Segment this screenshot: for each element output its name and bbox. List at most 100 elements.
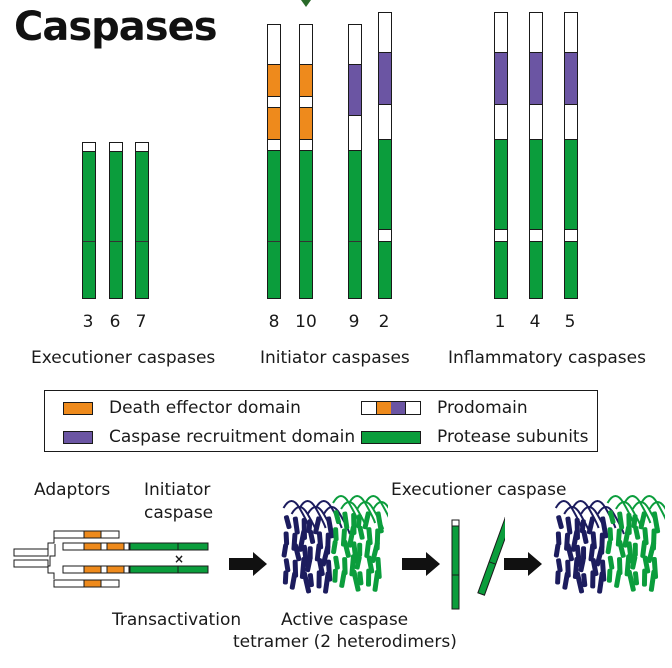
domain-white bbox=[83, 143, 95, 151]
subunit-dark bbox=[289, 571, 298, 590]
domain-green bbox=[300, 150, 312, 241]
subunit-dark bbox=[588, 543, 596, 562]
transactivation-label: Transactivation bbox=[112, 610, 242, 630]
subunit-green bbox=[641, 568, 648, 587]
subunit-green bbox=[614, 569, 622, 588]
caspase-number: 7 bbox=[135, 312, 147, 332]
subunit-dark bbox=[565, 516, 573, 535]
subunit-dark-loop bbox=[580, 506, 608, 535]
subunit-dark bbox=[297, 529, 307, 552]
caspase-5-bar bbox=[564, 12, 578, 299]
legend-swatch-prodomain bbox=[361, 401, 421, 415]
subunit-dark bbox=[307, 546, 313, 561]
subunit-dark bbox=[556, 558, 563, 573]
domain-white bbox=[300, 139, 312, 150]
initiator-protease bbox=[129, 542, 209, 551]
subunit-green bbox=[364, 540, 372, 559]
caspase-number: 4 bbox=[529, 312, 541, 332]
caspase-6-bar bbox=[109, 142, 123, 299]
caspase-number: 3 bbox=[82, 312, 94, 332]
subunit-green bbox=[640, 540, 647, 559]
initiator-protease bbox=[129, 565, 209, 574]
subunit-green bbox=[626, 569, 636, 592]
group-label-executioner: Executioner caspases bbox=[31, 348, 216, 368]
subunit-dark bbox=[595, 544, 605, 567]
caspase-4-bar bbox=[529, 12, 543, 299]
domain-white bbox=[495, 229, 507, 241]
subunit-dark bbox=[590, 570, 596, 589]
adaptor-complex: × bbox=[13, 530, 209, 588]
subunit-dark bbox=[555, 570, 561, 585]
domain-purple bbox=[349, 64, 361, 115]
caspase-1-bar bbox=[494, 12, 508, 299]
caspase-number: 1 bbox=[494, 312, 506, 332]
caspase-number: 6 bbox=[109, 312, 121, 332]
domain-green bbox=[83, 151, 95, 241]
subunit-dark bbox=[597, 571, 605, 594]
subunit-dark bbox=[305, 558, 313, 573]
domain-white bbox=[379, 104, 391, 139]
subunit-green bbox=[342, 540, 351, 558]
adaptors-label: Adaptors bbox=[34, 480, 111, 500]
caspase-number: 9 bbox=[348, 312, 360, 332]
adaptor-stem bbox=[13, 559, 49, 568]
domain-white bbox=[530, 104, 542, 139]
subunit-green bbox=[372, 569, 381, 592]
domain-white bbox=[136, 143, 148, 151]
subunit-green bbox=[357, 571, 364, 586]
initiator-ded bbox=[106, 542, 125, 551]
subunit-green bbox=[333, 555, 340, 570]
domain-green bbox=[268, 150, 280, 241]
subunit-green bbox=[333, 527, 339, 542]
domain-green bbox=[83, 241, 95, 298]
subunit-green-loop bbox=[615, 501, 643, 530]
subunit-dark bbox=[553, 543, 561, 558]
domain-green bbox=[379, 241, 391, 298]
domain-green bbox=[565, 241, 577, 298]
initiator-ded bbox=[83, 565, 102, 574]
arrow-right-icon bbox=[402, 552, 440, 576]
subunit-green bbox=[342, 511, 350, 530]
domain-white bbox=[379, 229, 391, 241]
legend-label: Prodomain bbox=[437, 398, 528, 418]
subunit-green bbox=[357, 542, 363, 557]
subunit-green bbox=[607, 510, 616, 525]
subunit-dark bbox=[283, 515, 292, 530]
legend-item-ded: Death effector domain bbox=[63, 398, 301, 418]
arrowhead-icon bbox=[301, 0, 311, 7]
tetramer-label: tetramer (2 heterodimers) bbox=[233, 632, 457, 652]
subunit-green bbox=[365, 568, 372, 587]
subunit-dark bbox=[565, 543, 574, 562]
subunit-green bbox=[633, 525, 641, 540]
domain-green bbox=[349, 150, 361, 241]
executioner-tetramer-structure bbox=[553, 495, 665, 594]
domain-white bbox=[495, 13, 507, 52]
legend-label: Death effector domain bbox=[109, 398, 301, 418]
domain-orange bbox=[268, 64, 280, 96]
caspase-number: 10 bbox=[295, 312, 317, 332]
domain-purple bbox=[565, 52, 577, 104]
domain-green bbox=[136, 241, 148, 298]
domain-green bbox=[495, 241, 507, 298]
domain-green bbox=[530, 241, 542, 298]
subunit-dark bbox=[578, 558, 586, 573]
subunit-green bbox=[333, 510, 342, 525]
domain-white bbox=[300, 96, 312, 107]
active-tetramer-structure bbox=[281, 495, 388, 594]
cleavage-mark: × bbox=[174, 552, 184, 566]
domain-purple bbox=[495, 52, 507, 104]
domain-green bbox=[300, 241, 312, 298]
domain-purple bbox=[530, 52, 542, 104]
domain-green bbox=[136, 151, 148, 241]
initiator-label-2: caspase bbox=[144, 503, 214, 523]
active-caspase-label: Active caspase bbox=[281, 610, 409, 630]
subunit-dark bbox=[556, 515, 564, 530]
domain-white bbox=[300, 25, 312, 64]
domain-green bbox=[110, 151, 122, 241]
domain-white bbox=[349, 115, 361, 150]
domain-green bbox=[379, 139, 391, 229]
subunit-dark bbox=[292, 543, 302, 562]
domain-white bbox=[379, 13, 391, 52]
executioner-procaspase bbox=[451, 511, 505, 610]
subunit-green-loop bbox=[648, 501, 665, 510]
